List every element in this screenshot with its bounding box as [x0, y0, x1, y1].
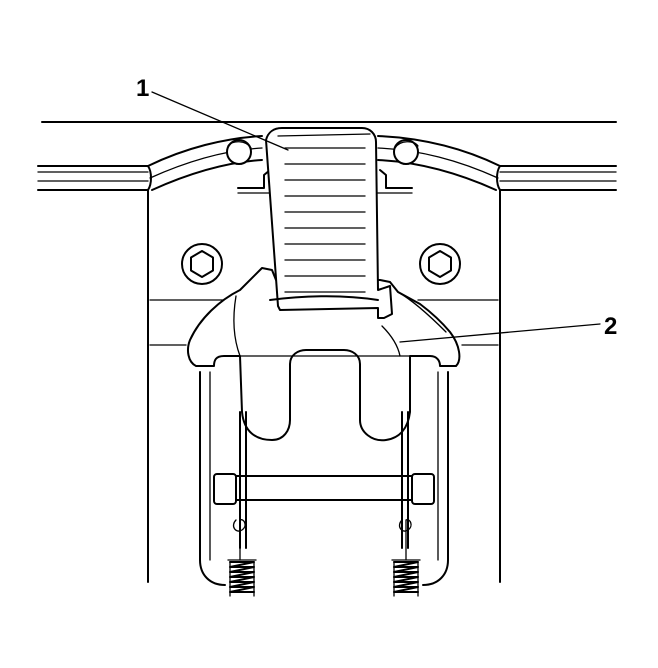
left-spring-hook — [232, 519, 246, 561]
left-hex-bolt — [181, 243, 223, 285]
right-spring-hook — [398, 519, 412, 561]
callout-1-label: 1 — [136, 75, 149, 102]
right-rod — [401, 411, 409, 549]
callout-2-label: 2 — [604, 313, 617, 340]
left-spring — [227, 559, 257, 597]
cross-bar — [213, 473, 435, 505]
left-bar — [37, 165, 152, 191]
release-handle — [265, 127, 393, 319]
callout-2-leader — [399, 323, 601, 343]
callout-1-leader — [151, 91, 289, 151]
right-spring — [391, 559, 421, 597]
right-bar — [496, 165, 617, 191]
right-hex-bolt — [419, 243, 461, 285]
housing — [147, 135, 501, 586]
